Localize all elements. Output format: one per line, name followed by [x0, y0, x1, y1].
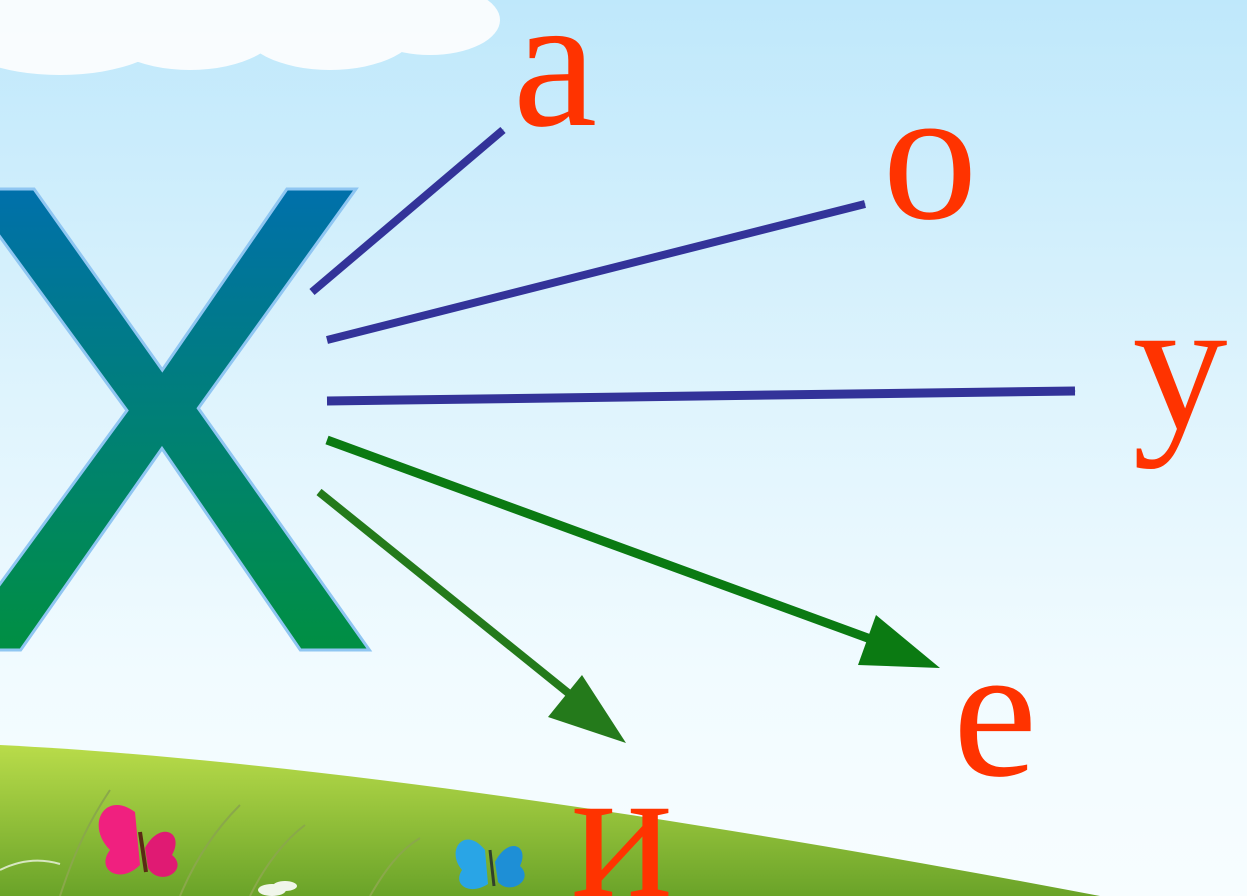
blue-butterfly-icon: [455, 839, 525, 890]
vowel-u: у: [1133, 260, 1228, 470]
vowel-i: и: [571, 728, 673, 896]
arrow-to-u: [326, 386, 1076, 406]
main-letter: Х: [0, 43, 383, 792]
arrow-to-o: [326, 200, 866, 344]
grass-hill: [0, 745, 1100, 896]
cloud-icon: [0, 0, 500, 75]
arrow-to-e: [325, 435, 940, 668]
arrow-to-i: [316, 488, 626, 743]
vowel-o: о: [883, 50, 978, 260]
vowel-a: а: [513, 0, 597, 167]
vowel-e: е: [953, 607, 1037, 817]
flower-icon: [258, 881, 297, 896]
arrow-to-a: [309, 126, 506, 296]
pink-butterfly-icon: [98, 805, 178, 877]
